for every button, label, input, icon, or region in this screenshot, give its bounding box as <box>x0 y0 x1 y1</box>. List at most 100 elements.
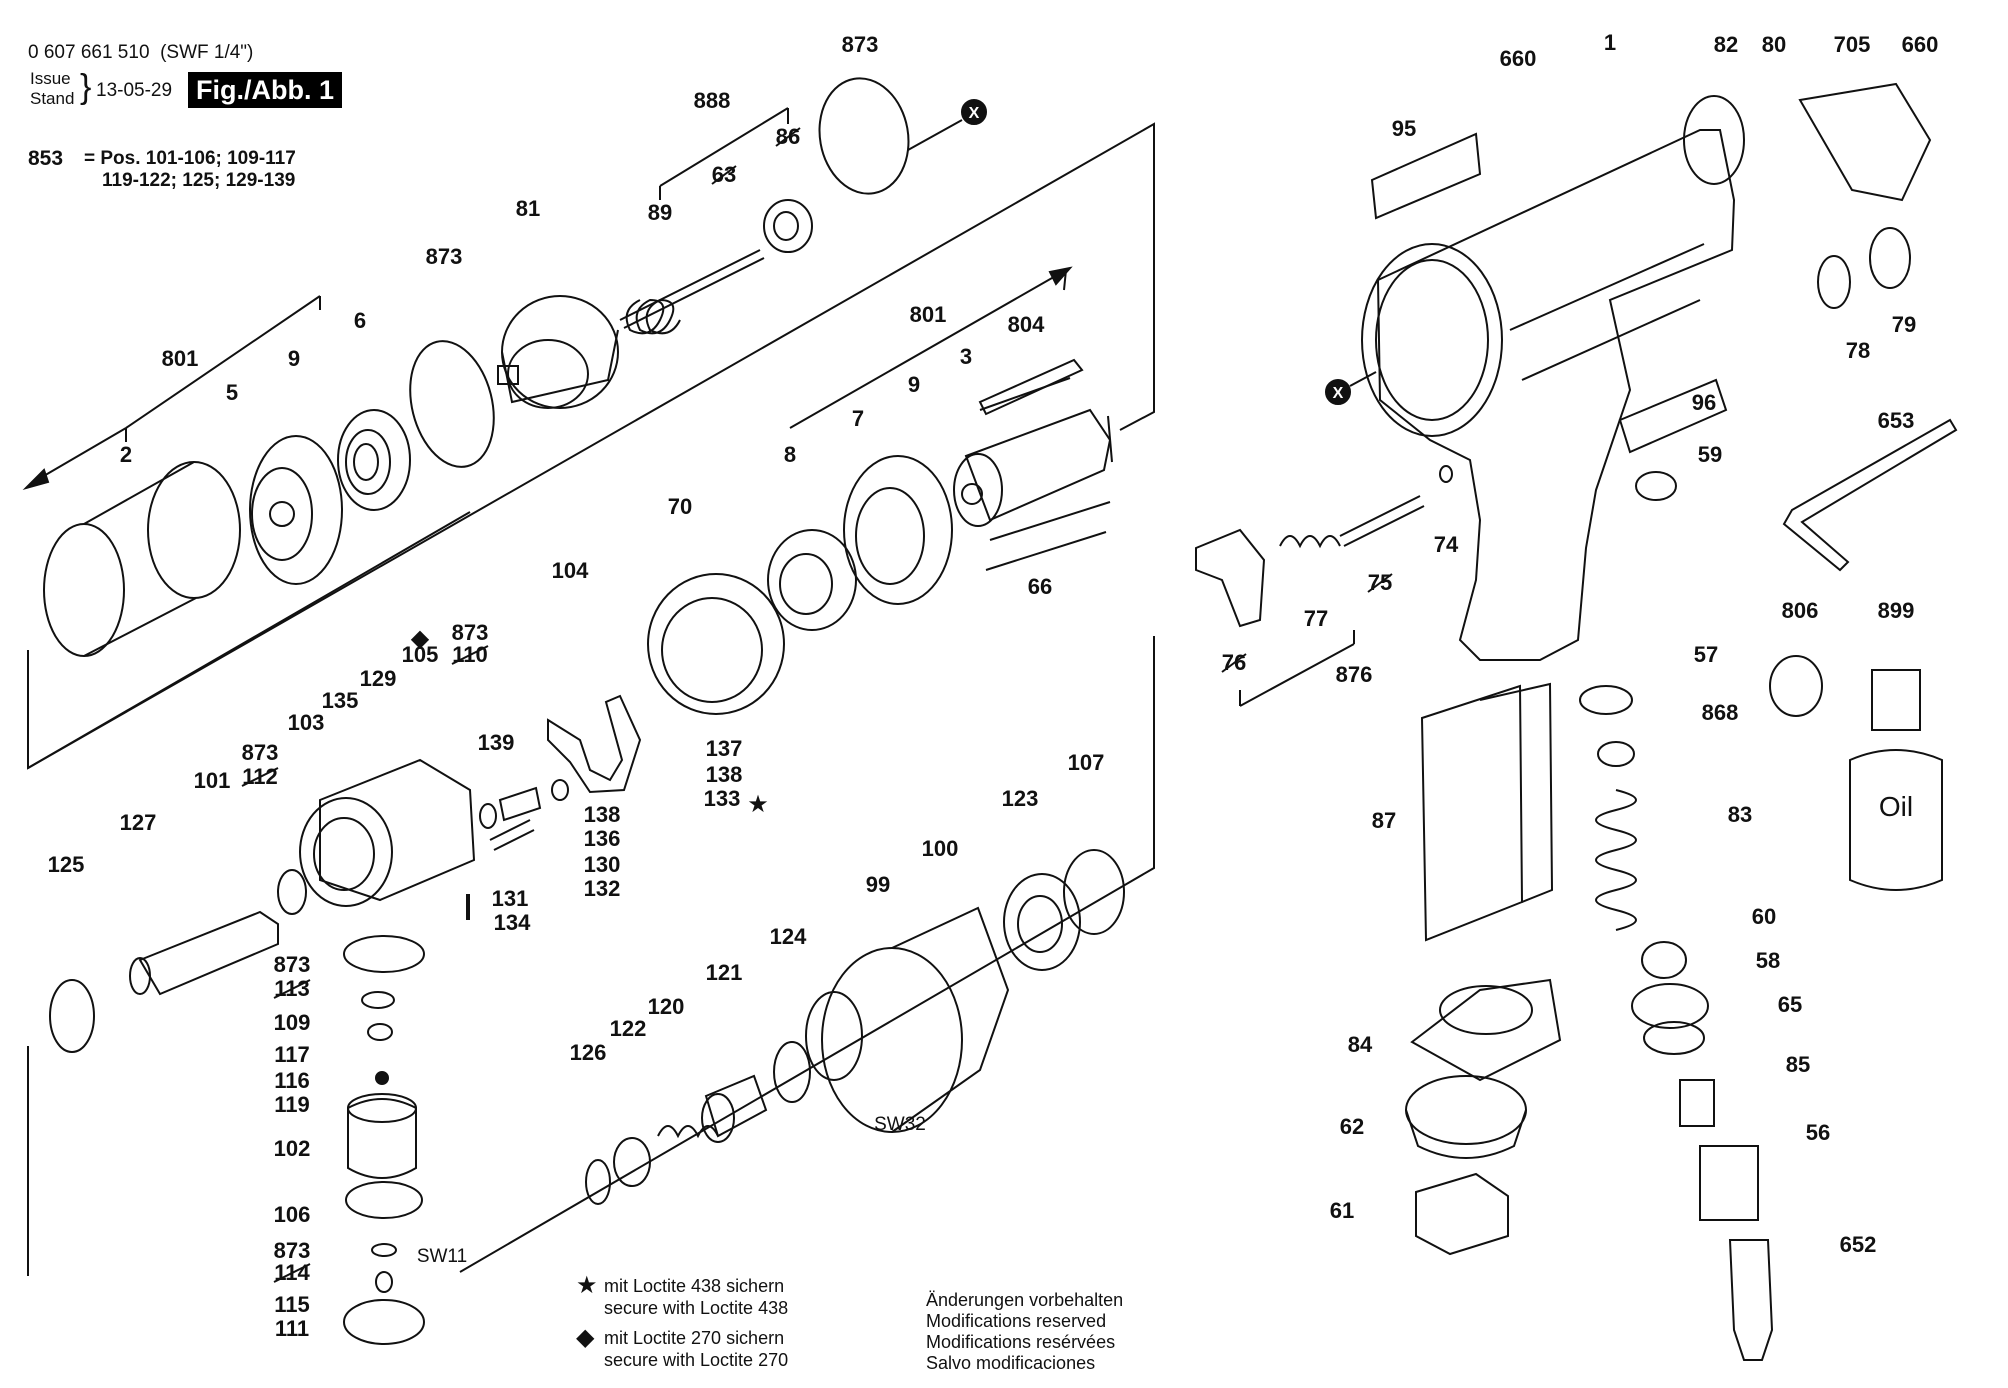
rod-75 <box>1339 495 1425 547</box>
part-104 <box>547 694 642 794</box>
part-number: 0 607 661 510 (SWF 1/4") <box>28 42 254 63</box>
tool-nose-opening <box>1361 243 1503 437</box>
gear-housing-100 <box>821 947 963 1133</box>
callout-127: 127 <box>120 810 157 835</box>
callout-83: 83 <box>1728 802 1752 827</box>
callout-59: 59 <box>1698 442 1722 467</box>
part-114 <box>371 1243 397 1257</box>
disclaimer-en: Modifications reserved <box>926 1311 1107 1331</box>
callout-868: 868 <box>1702 700 1739 725</box>
callout-103: 103 <box>288 710 325 735</box>
callout-84: 84 <box>1348 1032 1373 1057</box>
callout-101: 101 <box>194 768 231 793</box>
star-marker-133: ★ <box>747 791 769 818</box>
issue-date: 13-05-29 <box>96 80 173 101</box>
ring-58 <box>1631 983 1709 1029</box>
callout-129: 129 <box>360 666 397 691</box>
callout-660: 660 <box>1500 46 1537 71</box>
callout-65: 65 <box>1778 992 1802 1017</box>
disclaimer-fr: Modifications resérvées <box>926 1332 1116 1352</box>
bracket-801-left <box>125 295 321 442</box>
callout-115: 115 <box>274 1292 310 1317</box>
o-ring-873-top <box>818 77 910 195</box>
part-79 <box>1869 227 1911 289</box>
arrow-head-left <box>22 468 50 490</box>
part-102 <box>347 1098 417 1179</box>
o-ring-113 <box>343 935 425 973</box>
callout-80: 80 <box>1762 32 1786 57</box>
callout-106: 106 <box>274 1202 311 1227</box>
callout-705: 705 <box>1834 32 1871 57</box>
part-56 <box>1699 1145 1759 1221</box>
ring-139 <box>479 803 497 829</box>
ring-122 <box>613 1137 651 1187</box>
brace-symbol: } <box>80 68 92 106</box>
pin-66 <box>985 501 1111 571</box>
rod-63 <box>619 249 765 329</box>
strike-112 <box>241 767 279 787</box>
x-marker-top-label: X <box>969 105 980 122</box>
disclaimer-de: Änderungen vorbehalten <box>926 1290 1124 1310</box>
callout-873: 873 <box>452 620 489 645</box>
callout-7: 7 <box>852 406 864 431</box>
part-117 <box>367 1023 393 1041</box>
arrow-head-right <box>1048 266 1073 286</box>
bearing-123 <box>1003 873 1081 971</box>
disclaimer-es: Salvo modificaciones <box>926 1353 1096 1373</box>
part-85 <box>1679 1079 1715 1127</box>
legend-star-de: mit Loctite 438 sichern <box>604 1276 785 1296</box>
star-icon: ★ <box>576 1272 598 1299</box>
callout-9: 9 <box>908 372 920 397</box>
o-ring-74 <box>1439 465 1453 483</box>
part-84 <box>1410 978 1562 1082</box>
callout-81: 81 <box>516 196 540 221</box>
callout-652: 652 <box>1840 1232 1877 1257</box>
callout-1: 1 <box>1604 30 1616 55</box>
spring-120 <box>657 1125 719 1139</box>
callout-660: 660 <box>1902 32 1939 57</box>
panel-separator <box>27 511 471 769</box>
callout-133: 133 <box>704 786 741 811</box>
callout-123: 123 <box>1002 786 1039 811</box>
x-marker-right <box>1325 379 1351 405</box>
callout-66: 66 <box>1028 574 1052 599</box>
strike-75 <box>1367 573 1393 593</box>
label-95 <box>1370 132 1482 220</box>
o-ring-873-a <box>409 340 495 468</box>
part-868 <box>1597 741 1635 767</box>
assembly-line-1: = Pos. 101-106; 109-117 <box>84 148 296 169</box>
assembly-ref: 853 <box>28 147 64 170</box>
part-61 <box>1415 1172 1509 1256</box>
callout-138: 138 <box>706 762 743 787</box>
o-ring-112 <box>277 869 307 915</box>
callout-873: 873 <box>842 32 879 57</box>
callout-104: 104 <box>552 558 589 583</box>
callout-132: 132 <box>584 876 621 901</box>
callout-8: 8 <box>784 442 796 467</box>
callout-56: 56 <box>1806 1120 1830 1145</box>
valve-disc-86 <box>763 199 813 253</box>
washer-138 <box>551 779 569 801</box>
housing-103 <box>319 758 476 902</box>
callout-102: 102 <box>274 1136 311 1161</box>
part-136 <box>498 786 542 822</box>
part-652 <box>1728 1239 1774 1361</box>
part-62 <box>1405 1075 1527 1145</box>
callout-125: 125 <box>48 852 85 877</box>
callout-82: 82 <box>1714 32 1738 57</box>
callout-130: 130 <box>584 852 621 877</box>
sw11-label: SW11 <box>417 1246 467 1267</box>
callout-6: 6 <box>354 308 366 333</box>
o-ring-65 <box>1643 1021 1705 1055</box>
callout-801: 801 <box>910 302 947 327</box>
spring-89 <box>625 298 681 335</box>
sw32-label: SW32 <box>874 1114 926 1135</box>
sleeve-70 <box>647 573 785 715</box>
end-plate-7 <box>843 455 953 605</box>
callout-136: 136 <box>584 826 621 851</box>
callout-899: 899 <box>1878 598 1915 623</box>
ball-119 <box>375 1071 389 1085</box>
callout-138: 138 <box>584 802 621 827</box>
callout-137: 137 <box>706 736 743 761</box>
